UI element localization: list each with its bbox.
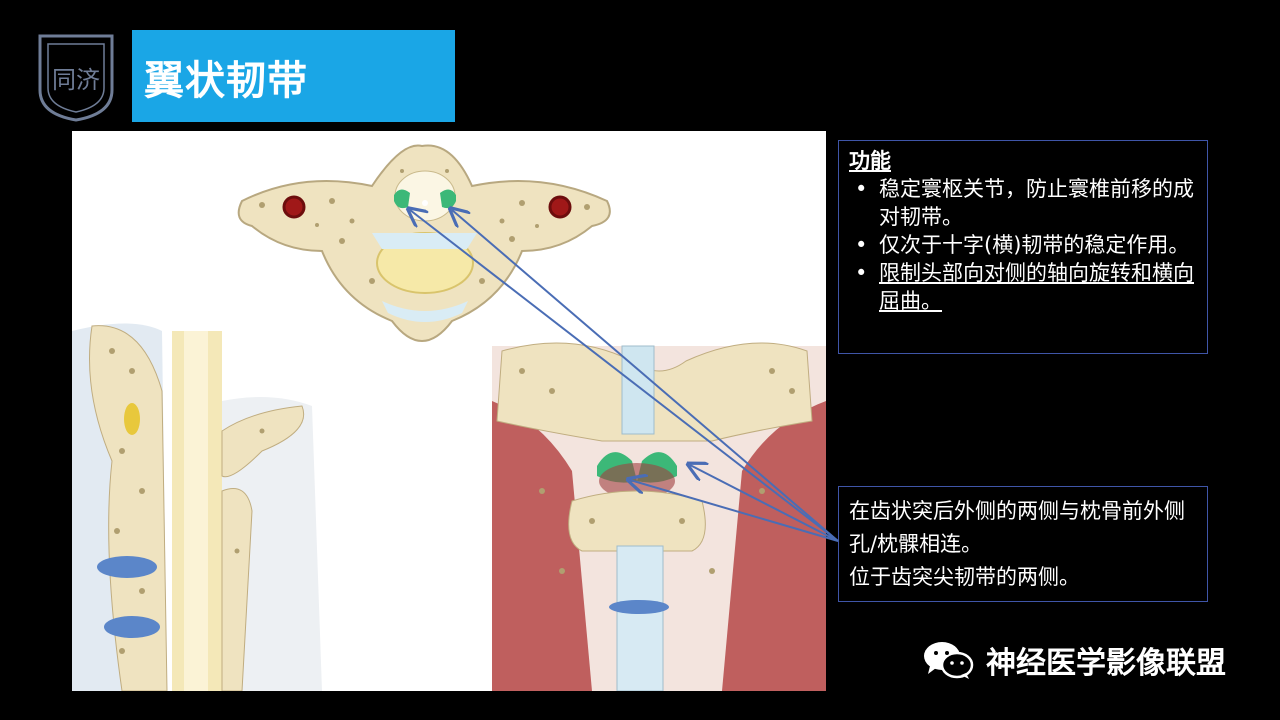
function-heading: 功能 xyxy=(849,149,891,173)
description-line: 位于齿突尖韧带的两侧。 xyxy=(849,565,1080,589)
watermark-text: 神经医学影像联盟 xyxy=(986,646,1226,681)
hospital-logo: 同济 xyxy=(36,32,116,122)
hospital-logo-icon: 同济 xyxy=(38,34,114,122)
wechat-icon xyxy=(924,642,974,679)
posterior-cvj-illustration xyxy=(492,342,826,691)
axial-c1-illustration xyxy=(237,144,611,342)
sagittal-spine-illustration xyxy=(72,323,322,691)
description-box: 在齿状突后外侧的两侧与枕骨前外侧孔/枕髁相连。 位于齿突尖韧带的两侧。 xyxy=(838,486,1208,602)
watermark: 神经医学影像联盟 xyxy=(922,640,1226,681)
function-item: 限制头部向对侧的轴向旋转和横向屈曲。 xyxy=(849,259,1197,315)
anatomy-figure xyxy=(72,131,826,691)
page-title: 翼状韧带 xyxy=(144,58,308,104)
function-item: 仅次于十字(横)韧带的稳定作用。 xyxy=(849,231,1197,259)
function-list: 稳定寰枢关节，防止寰椎前移的成对韧带。 仅次于十字(横)韧带的稳定作用。 限制头… xyxy=(849,175,1197,315)
description-line: 在齿状突后外侧的两侧与枕骨前外侧孔/枕髁相连。 xyxy=(849,499,1185,556)
function-box: 功能 稳定寰枢关节，防止寰椎前移的成对韧带。 仅次于十字(横)韧带的稳定作用。 … xyxy=(838,140,1208,354)
logo-text: 同济 xyxy=(52,66,100,94)
function-item: 稳定寰枢关节，防止寰椎前移的成对韧带。 xyxy=(849,175,1197,231)
title-banner: 翼状韧带 xyxy=(132,30,455,122)
